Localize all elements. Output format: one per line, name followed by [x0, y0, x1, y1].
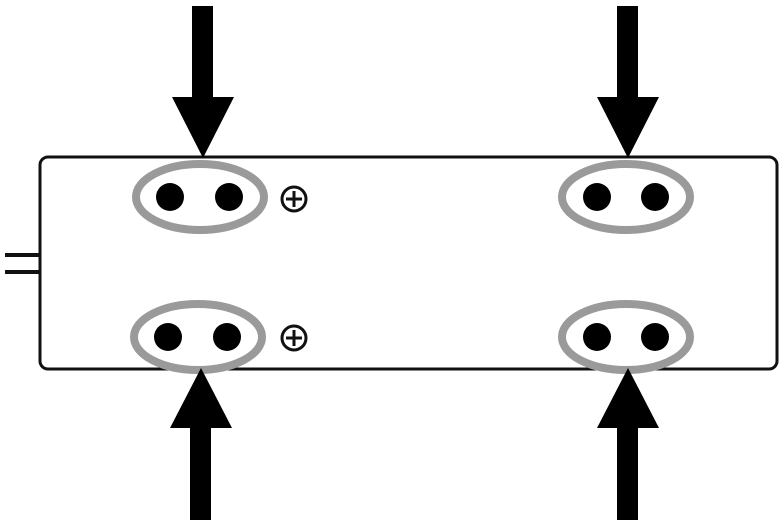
ground-symbol-icon: [280, 324, 308, 352]
highlight-ring: [558, 160, 694, 234]
socket-hole: [154, 323, 182, 351]
arrow-up-icon: [597, 368, 659, 520]
socket-hole: [156, 183, 184, 211]
highlight-ring: [132, 160, 268, 234]
socket-bottom-right: [558, 300, 694, 374]
socket-top-left: [132, 160, 268, 234]
arrow-down-icon: [172, 6, 234, 158]
socket-hole: [215, 183, 243, 211]
socket-bottom-left: [130, 300, 266, 374]
socket-hole: [583, 323, 611, 351]
socket-top-right: [558, 160, 694, 234]
socket-hole: [641, 323, 669, 351]
socket-hole: [641, 183, 669, 211]
socket-hole: [213, 323, 241, 351]
power-cord-icon: [5, 253, 40, 274]
socket-hole: [583, 183, 611, 211]
highlight-ring: [558, 300, 694, 374]
ground-symbol-icon: [280, 185, 308, 213]
highlight-ring: [130, 300, 266, 374]
arrow-up-icon: [170, 368, 232, 520]
arrow-down-icon: [597, 6, 659, 158]
